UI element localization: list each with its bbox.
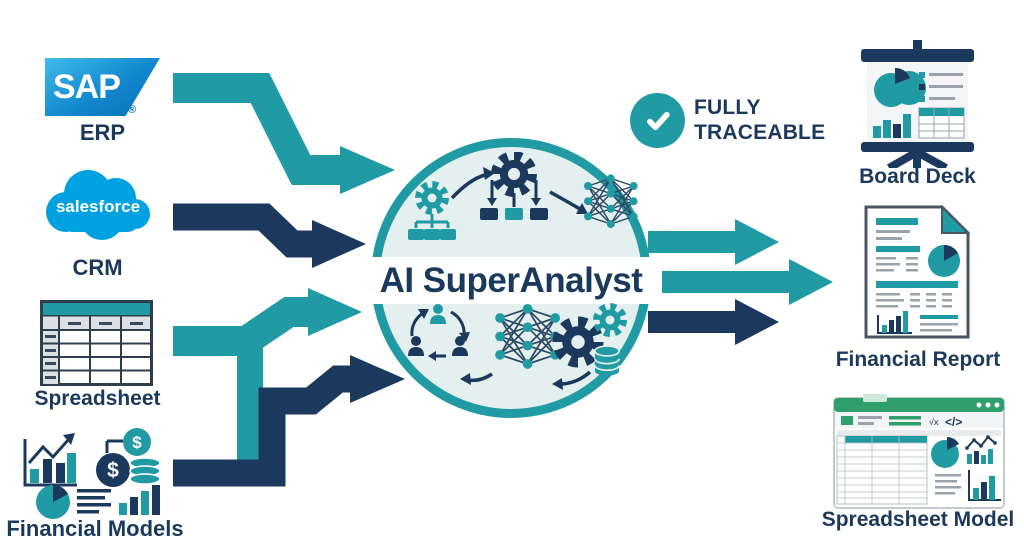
check-icon bbox=[646, 111, 670, 130]
feedback-arrow bbox=[467, 372, 493, 383]
output-label-spreadsheet-model: Spreadsheet Model bbox=[821, 508, 1015, 531]
ai-pipeline-bottom-icons bbox=[408, 300, 640, 390]
growth-chart-icon bbox=[23, 433, 77, 487]
pie-chart-icon bbox=[928, 244, 960, 277]
input-label-financial-models: Financial Models bbox=[6, 516, 184, 541]
bullet-list-icon bbox=[919, 72, 963, 102]
badge-line2: TRACEABLE bbox=[694, 121, 826, 145]
neural-network-icon bbox=[583, 173, 639, 229]
arrow-out-top-head bbox=[735, 219, 779, 265]
salesforce-logo: salesforce bbox=[46, 170, 150, 240]
arrow-models-to-ai bbox=[173, 365, 352, 487]
input-label-crm: CRM bbox=[72, 255, 123, 280]
org-chart-lines bbox=[414, 214, 450, 228]
ledger-lines bbox=[876, 257, 918, 272]
notes-lines bbox=[935, 474, 961, 495]
bracket-arrow-right bbox=[531, 198, 541, 206]
pie-chart-icon bbox=[36, 485, 70, 519]
arrow-out-mid-head bbox=[789, 259, 833, 305]
input-label-spreadsheet: Spreadsheet bbox=[34, 387, 161, 410]
financial-report-icon bbox=[864, 204, 971, 339]
step-arrow-head bbox=[552, 378, 563, 390]
ai-pipeline-top-icons bbox=[408, 152, 639, 240]
sap-registered-mark: ® bbox=[128, 104, 137, 116]
gear-icon bbox=[597, 307, 623, 333]
bracket-arrow-left bbox=[487, 198, 497, 206]
step-arrow-head bbox=[576, 203, 588, 214]
easel-legs bbox=[887, 148, 948, 168]
text-lines-icon bbox=[77, 489, 111, 514]
svg-text:$: $ bbox=[107, 459, 119, 482]
bar-chart-icon bbox=[877, 311, 912, 334]
people-cycle-icon bbox=[408, 304, 470, 361]
output-label-financial-report: Financial Report bbox=[835, 348, 1001, 371]
badge-line1: FULLY bbox=[694, 96, 761, 119]
workflow-boxes bbox=[480, 208, 548, 220]
arrow-sap-to-ai bbox=[173, 73, 342, 185]
title-band bbox=[352, 257, 670, 304]
spreadsheet-model-icon: √x </> bbox=[833, 394, 1005, 509]
money-icon: $ $ bbox=[96, 428, 161, 487]
gear-bracket-lines bbox=[490, 180, 538, 207]
traceable-badge-text: FULLY TRACEABLE bbox=[694, 95, 825, 145]
pie-chart-icon bbox=[931, 437, 959, 468]
financial-models-icon: $ $ bbox=[23, 428, 161, 519]
gear-icon bbox=[559, 323, 598, 362]
gear-icon bbox=[496, 156, 531, 191]
line-chart-icon bbox=[965, 435, 997, 464]
input-label-erp: ERP bbox=[79, 120, 126, 145]
spreadsheet-icon bbox=[40, 300, 153, 386]
table-icon bbox=[918, 107, 965, 139]
step-arrow bbox=[549, 190, 581, 211]
arrow-out-bottom-head bbox=[735, 299, 779, 345]
ai-superanalyst-title: AI SuperAnalyst bbox=[379, 260, 643, 300]
step-arrow bbox=[559, 370, 592, 386]
step-arrow-head bbox=[483, 167, 495, 180]
summary-lines bbox=[920, 315, 958, 332]
feedback-arrow-head bbox=[460, 373, 471, 385]
traceable-badge bbox=[630, 93, 685, 148]
sap-logo: SAP bbox=[45, 58, 160, 116]
bar-chart-icon bbox=[873, 114, 911, 138]
arrow-sap-head bbox=[340, 146, 395, 194]
svg-text:$: $ bbox=[132, 433, 142, 452]
sap-logo-text: SAP bbox=[53, 67, 121, 106]
arrow-crm-to-ai bbox=[173, 203, 314, 258]
cell-dashes bbox=[45, 322, 143, 379]
output-label-board-deck: Board Deck bbox=[859, 165, 976, 188]
salesforce-logo-text: salesforce bbox=[56, 197, 140, 216]
database-icon bbox=[594, 345, 620, 377]
cloud-icon bbox=[46, 170, 150, 240]
board-deck-icon bbox=[861, 40, 974, 168]
grid-icon bbox=[836, 435, 928, 505]
arrow-spreadsheet-to-ai bbox=[173, 297, 310, 356]
pie-chart-icon bbox=[874, 67, 926, 107]
window-dots bbox=[976, 402, 1000, 408]
gear-icon bbox=[419, 185, 445, 211]
neural-network-icon bbox=[494, 303, 561, 370]
mini-bar-chart-icon bbox=[119, 485, 160, 515]
code-glyph: </> bbox=[945, 415, 962, 429]
org-chart-boxes bbox=[408, 229, 456, 240]
arrow-models-head bbox=[350, 355, 405, 403]
bar-chart-icon bbox=[968, 470, 1001, 501]
step-arrow bbox=[450, 173, 486, 200]
formula-glyph: √x bbox=[929, 417, 939, 427]
table-icon bbox=[876, 281, 958, 308]
arrow-spreadsheet-branch bbox=[237, 330, 263, 466]
